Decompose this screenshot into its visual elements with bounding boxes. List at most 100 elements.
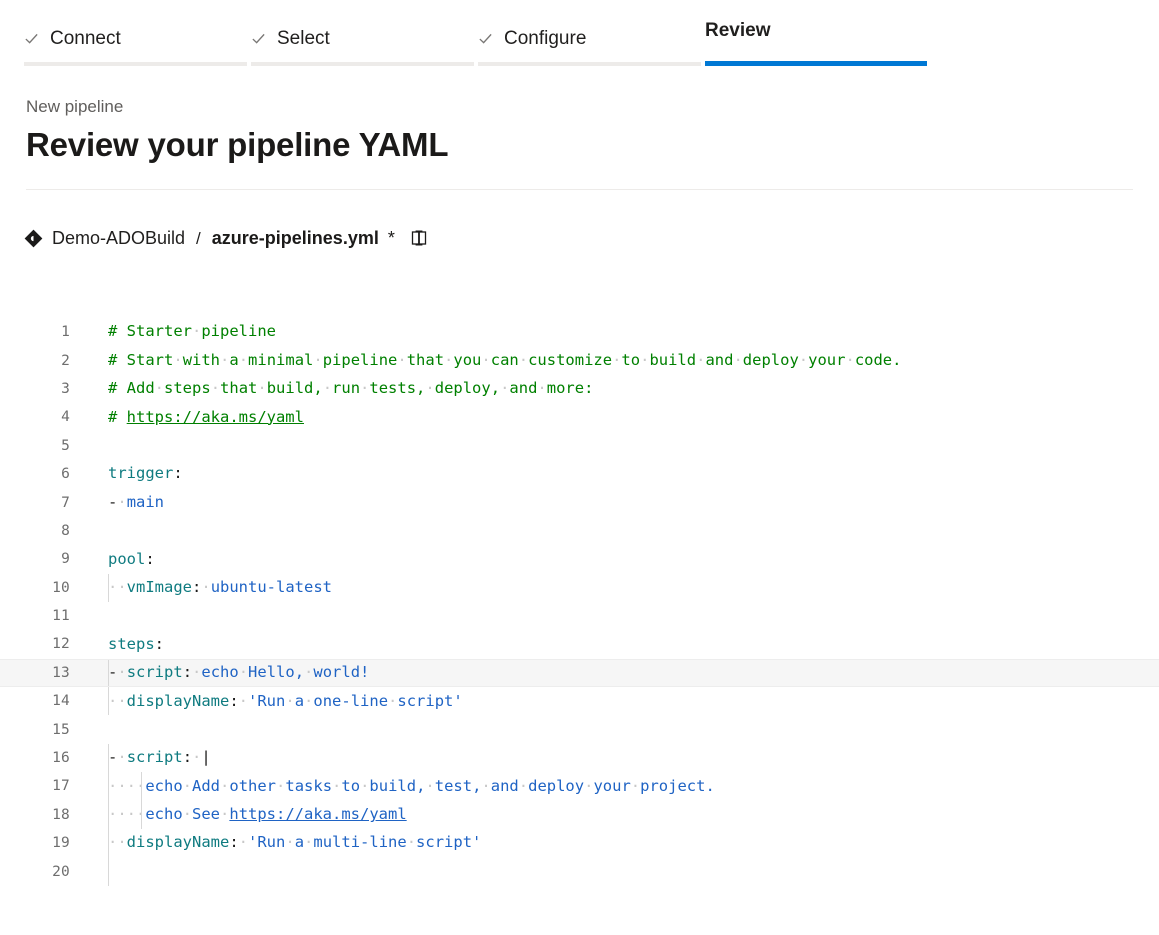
code-line[interactable]: 19··displayName:·'Run·a·multi-line·scrip… [0,829,1159,858]
code-token: · [845,350,855,369]
code-line[interactable]: 5 [0,432,1159,460]
code-token: ·· [108,833,127,852]
code-line[interactable]: 18····echo·See·https://aka.ms/yaml [0,800,1159,830]
code-link[interactable]: https://aka.ms/yaml [229,805,407,824]
wizard-tab-connect[interactable]: Connect [24,0,251,78]
line-number: 3 [61,380,70,397]
code-token: to [621,350,641,369]
code-token: · [518,776,529,795]
code-link[interactable]: https://aka.ms/yaml [126,407,304,426]
code-line-content: # Add·steps·that·build,·run·tests,·deplo… [70,379,594,398]
line-number: 13 [52,664,70,681]
code-line-content: -·script:·echo·Hello,·world! [70,663,369,682]
wizard-tab-configure[interactable]: Configure [478,0,705,78]
code-token: · [322,379,333,398]
page-title: Review your pipeline YAML [26,126,449,164]
code-token: more: [546,379,594,398]
code-line-content: ··displayName:·'Run·a·multi-line·script' [70,835,481,851]
code-token: your [808,350,846,369]
indent-guide [141,772,142,801]
code-line[interactable]: 8 [0,517,1159,545]
code-line-content: ··displayName:·'Run·a·one-line·script' [70,691,463,710]
code-token: script [126,748,183,767]
code-line[interactable]: 20 [0,857,1159,886]
code-token: · [117,748,127,767]
code-line[interactable]: 1# Starter·pipeline [0,318,1159,346]
wizard-tab-select[interactable]: Select [251,0,478,78]
code-token: · [304,833,314,852]
code-token: with [182,350,221,369]
repo-name[interactable]: Demo-ADOBuild [52,228,186,249]
code-token: steps [164,379,211,398]
code-token: deploy, [434,379,501,398]
code-token: a [294,691,305,710]
code-token: · [518,350,529,369]
line-number: 11 [52,608,70,625]
code-line[interactable]: 4# https://aka.ms/yaml [0,403,1159,431]
code-token: · [397,350,407,369]
branch-compare-icon[interactable] [410,229,428,247]
code-token: main [126,492,165,511]
code-token: can [490,350,519,369]
code-token: · [192,748,202,767]
code-token: echo [201,663,239,682]
line-number: 12 [52,636,70,653]
code-line-content: pool: [70,549,155,568]
code-token: ·· [126,805,146,824]
git-repo-icon [24,229,43,248]
header-divider [26,189,1133,191]
code-token: · [360,776,370,795]
code-token: · [173,350,183,369]
code-token: steps [108,634,155,653]
code-token: : [182,748,193,767]
indent-guide [108,659,109,687]
code-token: code. [854,350,902,369]
code-token: : [229,833,239,852]
code-token: ·· [126,776,146,795]
code-token: other [229,776,277,795]
code-token: · [630,776,641,795]
code-line[interactable]: 15 [0,715,1159,743]
line-number: 9 [61,551,70,568]
code-line[interactable]: 13-·script:·echo·Hello,·world! [0,658,1159,688]
code-token: · [238,663,249,682]
code-line[interactable]: 3# Add·steps·that·build,·run·tests,·depl… [0,375,1159,403]
code-token: deploy [742,350,799,369]
code-token: pool [108,549,146,568]
code-line[interactable]: 17····echo·Add·other·tasks·to·build,·tes… [0,772,1159,801]
code-line[interactable]: 2# Start·with·a·minimal·pipeline·that·yo… [0,346,1159,374]
wizard-tab-review[interactable]: Review [705,0,932,78]
code-token: · [640,350,650,369]
code-token: · [798,350,809,369]
code-token: · [220,776,230,795]
code-token: · [210,379,221,398]
code-line[interactable]: 16-·script:·| [0,743,1159,773]
code-line[interactable]: 11 [0,602,1159,630]
code-token: · [313,350,323,369]
code-token: run [332,379,361,398]
code-token: - [108,748,118,767]
code-line-content: -·main [70,492,165,511]
code-token: - [108,663,118,682]
line-number: 17 [52,778,70,795]
wizard-tab-underline [24,62,247,66]
code-token: · [285,691,295,710]
line-number: 1 [61,324,70,341]
code-token: · [182,805,193,824]
code-token: echo [145,805,183,824]
code-token: : [154,634,165,653]
code-line[interactable]: 10··vmImage:·ubuntu-latest [0,573,1159,602]
code-line-content: # https://aka.ms/yaml [70,407,304,426]
code-line[interactable]: 7-·main [0,488,1159,516]
code-token: 'Run [248,833,286,852]
code-token: your [593,776,631,795]
code-token: customize [528,350,613,369]
indent-guide [108,772,109,801]
code-line[interactable]: 14··displayName:·'Run·a·one-line·script' [0,687,1159,716]
code-token: · [304,691,314,710]
indent-guide [108,743,109,773]
code-line[interactable]: 12 steps: [0,630,1159,658]
